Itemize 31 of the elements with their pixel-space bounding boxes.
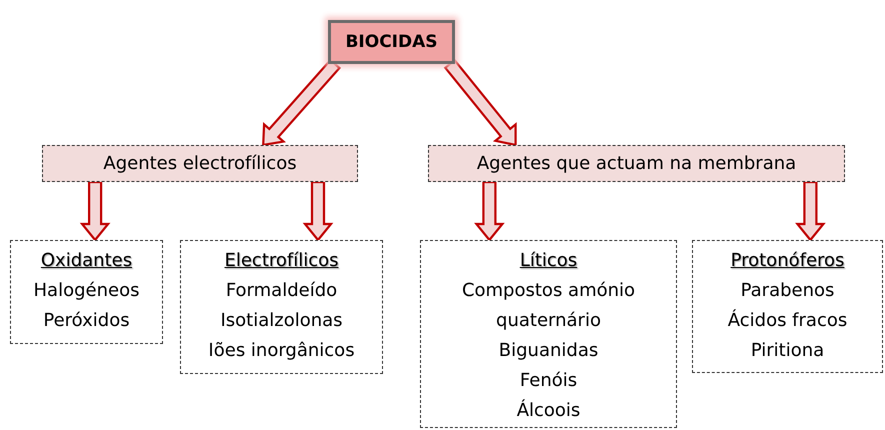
list-item: Formaldeído [226,279,338,303]
category-box [428,145,845,182]
list-item: Peróxidos [43,309,130,333]
list-item: Isotialzolonas [220,309,343,333]
category-label: Agentes que actuam na membrana [476,153,796,174]
list-box [692,240,883,373]
list-item: Biguanidas [498,339,598,363]
list-item: Fenóis [520,369,578,393]
category-box [42,145,358,182]
block-arrow [474,180,505,242]
list-item: Piritiona [750,339,824,363]
root-box [328,20,455,64]
list-item: Álcoois [516,398,580,423]
list-heading: Protonóferos [730,249,844,273]
list-heading: Líticos [520,249,578,273]
list-heading: Oxidantes [40,249,132,273]
list-box [180,240,383,374]
list-item: Ácidos fracos [728,308,848,333]
list-heading: Electrofílicos [224,249,339,273]
title-label: BIOCIDAS [345,32,438,52]
block-arrow [302,180,334,242]
list-item: Iões inorgânicos [208,339,355,363]
block-arrow [795,180,826,242]
list-item: Parabenos [740,279,834,303]
list-box [420,240,677,428]
list-item: Halogéneos [34,279,140,303]
block-arrow [444,58,517,146]
list-item: Compostos amónio quaternário [460,279,636,333]
block-arrow [80,180,110,242]
list-box [10,240,163,344]
category-label: Agentes electrofílicos [103,153,297,174]
